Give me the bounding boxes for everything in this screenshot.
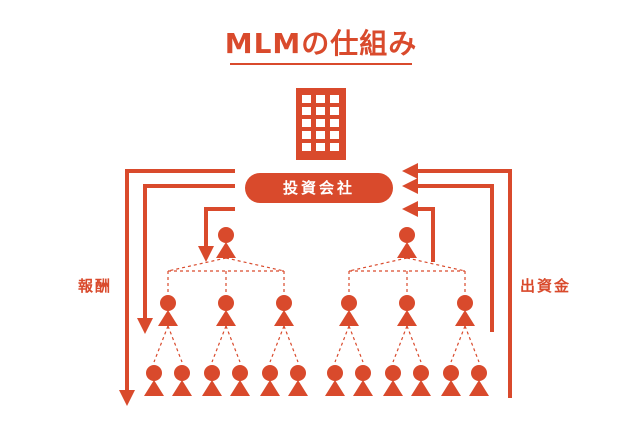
investment-label: 出資金 <box>520 277 572 295</box>
company-label: 投資会社 <box>282 179 355 197</box>
building-window <box>302 131 311 139</box>
person-icon <box>397 295 417 326</box>
person-icon <box>260 365 280 396</box>
building-window <box>302 119 311 127</box>
person-icon <box>339 295 359 326</box>
building-window <box>316 131 325 139</box>
investment-arrow-inner <box>402 201 435 262</box>
person-icon <box>411 365 431 396</box>
connector-line <box>334 325 350 363</box>
connector-line <box>450 325 466 363</box>
building-window <box>330 107 339 115</box>
building-window <box>316 107 325 115</box>
person-icon <box>325 365 345 396</box>
connector-line <box>211 325 227 363</box>
connector-line <box>153 325 169 363</box>
investment-arrow-outer <box>402 163 512 398</box>
connector-line <box>167 325 183 363</box>
building-window <box>302 95 311 103</box>
payout-arrow-inner <box>198 207 235 262</box>
building-window <box>316 119 325 127</box>
connector-line <box>283 325 299 363</box>
payout-label: 報酬 <box>78 277 113 295</box>
person-icon <box>288 365 308 396</box>
hierarchy-connectors <box>153 257 480 363</box>
connector-line <box>269 325 285 363</box>
person-icon <box>353 365 373 396</box>
connector-line <box>348 257 408 272</box>
diagram-title: MLMの仕組み <box>224 27 418 60</box>
person-icon <box>274 295 294 326</box>
payout-arrows <box>119 169 235 406</box>
connector-line <box>464 325 480 363</box>
person-icon <box>383 365 403 396</box>
company-box <box>245 173 393 203</box>
connector-line <box>392 325 408 363</box>
person-icon <box>172 365 192 396</box>
member-people <box>144 227 489 396</box>
connector-line <box>225 257 285 272</box>
building-window <box>316 95 325 103</box>
person-icon <box>441 365 461 396</box>
person-icon <box>216 295 236 326</box>
connector-line <box>225 325 241 363</box>
building-window <box>330 95 339 103</box>
building-icon <box>296 88 346 160</box>
person-icon <box>144 365 164 396</box>
person-icon <box>216 227 236 258</box>
building-window <box>330 119 339 127</box>
person-icon <box>230 365 250 396</box>
connector-line <box>167 257 227 272</box>
payout-arrow-outer <box>119 169 235 406</box>
person-icon <box>397 227 417 258</box>
building-window <box>330 143 339 151</box>
payout-arrow-middle <box>137 184 235 334</box>
person-icon <box>455 295 475 326</box>
connector-line <box>406 325 422 363</box>
investment-arrows <box>402 163 512 398</box>
connector-line <box>406 257 466 272</box>
connector-line <box>348 325 364 363</box>
building-window <box>302 107 311 115</box>
investment-arrow-middle <box>402 178 494 332</box>
title-underline <box>230 63 412 65</box>
person-icon <box>158 295 178 326</box>
building-window <box>330 131 339 139</box>
building-window <box>302 143 311 151</box>
building-window <box>316 143 325 151</box>
person-icon <box>202 365 222 396</box>
person-icon <box>469 365 489 396</box>
